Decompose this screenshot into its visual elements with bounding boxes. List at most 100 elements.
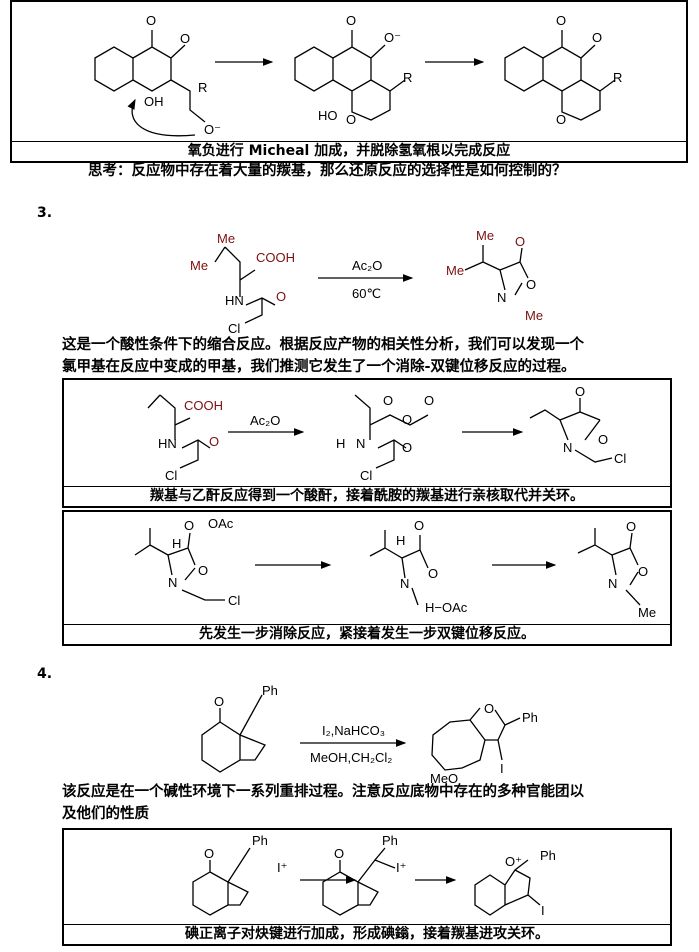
section3-paragraph-line1: 这是一个酸性条件下的缩合反应。根据反应产物的相关性分析，我们可以发现一个 [62, 337, 584, 353]
atom-label: Me [217, 231, 235, 246]
box3-1-structures: COOH HN O Cl Ac₂O H N O O O O Cl O O N C… [147, 384, 626, 483]
atom-label: Cl [165, 468, 177, 483]
section4-paragraph-line2: 及他们的性质 [62, 806, 149, 822]
box4-structures: O Ph I⁺ O Ph I⁺ O⁺ Ph I [192, 833, 556, 918]
atom-label: O [414, 518, 424, 533]
atom-label: O⁻ [204, 122, 221, 137]
atom-label: Ph [382, 833, 398, 848]
atom-label: Me [446, 263, 464, 278]
atom-label: O [402, 440, 412, 455]
reagent-label: Ac₂O [352, 258, 382, 273]
scheme1-caption: 氧负进行 Micheal 加成，并脱除氢氧根以完成反应 [12, 141, 686, 161]
section3-box1-caption: 羰基与乙酐反应得到一个酸酐，接着酰胺的羰基进行亲核取代并关环。 [64, 486, 670, 506]
atom-label: N [608, 576, 617, 591]
atom-label: Cl [228, 593, 240, 608]
atom-label: Ph [522, 710, 538, 725]
bond-path [127, 98, 196, 137]
bond-path [369, 530, 429, 606]
bond-path [147, 394, 211, 469]
atom-label: O [276, 289, 286, 304]
bond-path [464, 245, 529, 296]
bond-path [134, 528, 225, 601]
atom-label: O [214, 694, 224, 709]
atom-label: O [180, 31, 190, 46]
atom-label: O [638, 564, 648, 579]
section3-box2: 先发生一步消除反应，紧接着发生一步双键位移反应。 [62, 510, 672, 646]
atom-label: R [198, 80, 207, 95]
atom-label: O [209, 434, 219, 449]
reaction3-reactant: Me Me COOH HN O Cl [190, 231, 295, 336]
atom-label: COOH [184, 398, 223, 413]
bond-path [431, 707, 521, 771]
atom-label: H−OAc [425, 600, 468, 615]
section4-box: 碘正离子对炔键进行加成，形成碘鎓，接着羰基进攻关环。 [62, 828, 672, 946]
section4-box-caption: 碘正离子对炔键进行加成，形成碘鎓，接着羰基进攻关环。 [64, 924, 670, 944]
atom-label: O [575, 384, 585, 399]
bond-path [294, 30, 406, 121]
atom-label: O [556, 13, 566, 28]
reaction4-reactant: O Ph [201, 683, 278, 773]
atom-label: O [204, 846, 214, 861]
atom-label: H [396, 533, 405, 548]
atom-label: I [541, 903, 545, 918]
question-text: 思考：反应物中存在着大量的羰基，那么还原反应的选择性是如何控制的？ [88, 163, 567, 179]
atom-label: COOH [256, 250, 295, 265]
atom-label: O [346, 112, 356, 127]
reagent-label: I₂,NaHCO₃ [322, 723, 385, 738]
atom-label: O⁻ [384, 30, 401, 45]
bond-path [577, 528, 641, 606]
atom-label: Cl [614, 451, 626, 466]
atom-label: H [336, 436, 345, 451]
bond-path [201, 694, 266, 773]
section3-box2-caption: 先发生一步消除反应，紧接着发生一步双键位移反应。 [64, 624, 670, 644]
atom-label: HN [225, 293, 244, 308]
section3-paragraph-line2: 氯甲基在反应中变成的甲基，我们推测它发生了一个消除-双键位移反应的过程。 [62, 359, 576, 375]
atom-label: OAc [208, 516, 234, 531]
section4-paragraph-line1: 该反应是在一个碱性环境下一系列重排过程。注意反应底物中存在的多种官能团以 [62, 784, 584, 800]
bond-path [94, 30, 206, 123]
atom-label: O [184, 518, 194, 533]
box3-2-structures: H O OAc N O Cl H N O O H−OAc N O O Me [134, 516, 656, 620]
atom-label: O [402, 412, 412, 427]
scheme1-molecule-3: O O R O [504, 13, 622, 127]
atom-label: Ph [540, 848, 556, 863]
atom-label: N [563, 440, 572, 455]
atom-label: H [172, 536, 181, 551]
atom-label: O [556, 112, 566, 127]
scheme1-molecule-2: O O⁻ R HO O [294, 13, 412, 127]
atom-label: Me [638, 605, 656, 620]
atom-label: N [356, 436, 365, 451]
atom-label: O [526, 277, 536, 292]
section3-number: 3. [37, 205, 53, 221]
atom-label: I⁺ [396, 860, 406, 875]
atom-label: O⁺ [505, 854, 522, 869]
atom-label: MeO [430, 771, 458, 786]
atom-label: N [400, 576, 409, 591]
scheme1-box: 氧负进行 Micheal 加成，并脱除氢氧根以完成反应 [10, 0, 688, 163]
atom-label: I⁺ [277, 860, 287, 875]
atom-label: N [497, 290, 506, 305]
bond-path [354, 394, 429, 469]
atom-label: HN [158, 436, 177, 451]
atom-label: OH [144, 94, 164, 109]
atom-label: HO [318, 108, 338, 123]
atom-label: R [613, 70, 622, 85]
atom-label: Me [476, 228, 494, 243]
atom-label: O [484, 701, 494, 716]
bond-path [504, 30, 616, 121]
atom-label: O [346, 13, 356, 28]
section4-number: 4. [37, 666, 53, 682]
atom-label: Ph [252, 833, 268, 848]
atom-label: I [500, 761, 504, 776]
condition-label: 60℃ [352, 286, 381, 301]
atom-label: O [592, 30, 602, 45]
atom-label: O [146, 13, 156, 28]
section3-box1: 羰基与乙酐反应得到一个酸酐，接着酰胺的羰基进行亲核取代并关环。 [62, 378, 672, 508]
atom-label: Cl [228, 321, 240, 336]
atom-label: R [403, 70, 412, 85]
atom-label: Me [525, 308, 543, 323]
atom-label: O [428, 566, 438, 581]
bond-path [322, 847, 396, 916]
atom-label: O [383, 393, 393, 408]
